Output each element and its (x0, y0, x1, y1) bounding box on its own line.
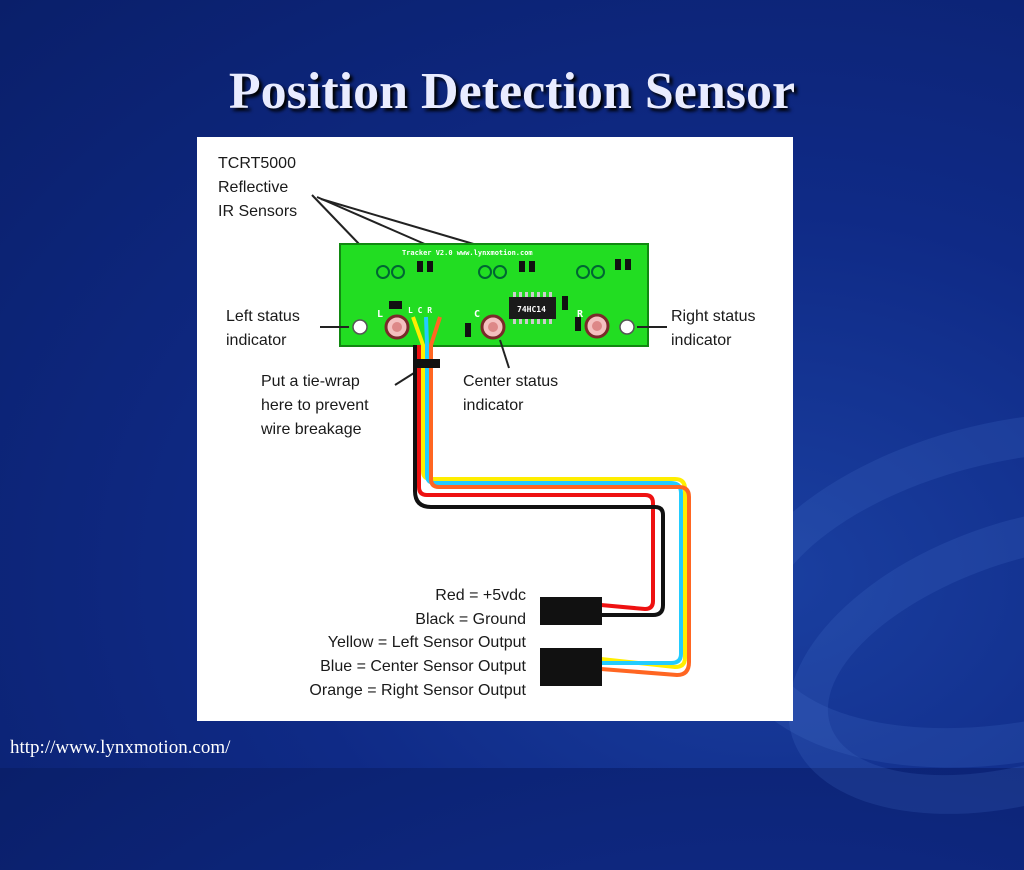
center-indicator-label: Center status indicator (463, 373, 558, 414)
pcb-mark-r: R (577, 309, 584, 320)
left-status-led (384, 314, 410, 340)
board-silkscreen-text: Tracker V2.0 www.lynxmotion.com (402, 249, 533, 257)
right-indicator-line: Right status (671, 308, 755, 325)
pcb-mark-c: C (474, 309, 480, 320)
left-indicator-label: Left status indicator (226, 308, 300, 349)
center-indicator-callout (499, 339, 510, 369)
sensor-label-line: TCRT5000 (218, 155, 296, 172)
power-connector (540, 597, 602, 625)
diagram-svg: Tracker V2.0 www.lynxmotion.com (218, 155, 755, 699)
yellow-wire (411, 316, 687, 669)
right-indicator-line: indicator (671, 332, 732, 349)
smd-capacitor (562, 296, 568, 310)
black-wire (413, 345, 665, 617)
ir-sensor-right (576, 259, 631, 279)
center-indicator-line: Center status (463, 373, 558, 390)
sensor-wiring-diagram: Tracker V2.0 www.lynxmotion.com (197, 137, 793, 721)
legend-orange: Orange = Right Sensor Output (309, 682, 526, 699)
smd-capacitor (575, 317, 581, 331)
sensor-label-line: Reflective (218, 179, 288, 196)
ir-sensor-center (478, 261, 535, 279)
sensor-callout-lines (311, 194, 478, 246)
sensor-label-line: IR Sensors (218, 203, 297, 220)
smd-capacitor (465, 323, 471, 337)
mount-hole (619, 319, 635, 335)
source-link[interactable]: http://www.lynxmotion.com/ (10, 737, 231, 758)
orange-wire (429, 316, 691, 677)
wire-color-legend: Red = +5vdc Black = Ground Yellow = Left… (309, 587, 526, 699)
right-indicator-label: Right status indicator (671, 308, 755, 349)
tie-wrap-callout (394, 372, 415, 386)
legend-black: Black = Ground (415, 611, 526, 628)
mount-hole (352, 319, 368, 335)
red-wire (417, 345, 655, 611)
tie-wrap-note: Put a tie-wrap here to prevent wire brea… (260, 373, 369, 438)
chip-label: 74HC14 (517, 305, 546, 314)
sensor-label: TCRT5000 Reflective IR Sensors (218, 155, 297, 220)
signal-connector (540, 648, 602, 686)
right-status-led (584, 313, 610, 339)
wire-bundle (411, 316, 691, 677)
tie-wrap-line: here to prevent (261, 397, 369, 414)
left-indicator-line: indicator (226, 332, 287, 349)
center-status-led (480, 314, 506, 340)
legend-red: Red = +5vdc (435, 587, 526, 604)
pcb-mark-lcr: L C R (408, 306, 432, 315)
tie-wrap-line: Put a tie-wrap (261, 373, 360, 390)
smd-resistor (389, 301, 402, 309)
blue-wire (424, 316, 683, 665)
center-indicator-line: indicator (463, 397, 524, 414)
ir-sensor-left (376, 261, 433, 279)
ic-chip: 74HC14 (509, 292, 556, 324)
slide-title: Position Detection Sensor (228, 63, 796, 120)
left-indicator-line: Left status (226, 308, 300, 325)
pcb-mark-l: L (377, 309, 383, 320)
tie-wrap (416, 359, 440, 368)
tie-wrap-line: wire breakage (260, 421, 362, 438)
legend-blue: Blue = Center Sensor Output (320, 658, 526, 675)
legend-yellow: Yellow = Left Sensor Output (328, 634, 527, 651)
